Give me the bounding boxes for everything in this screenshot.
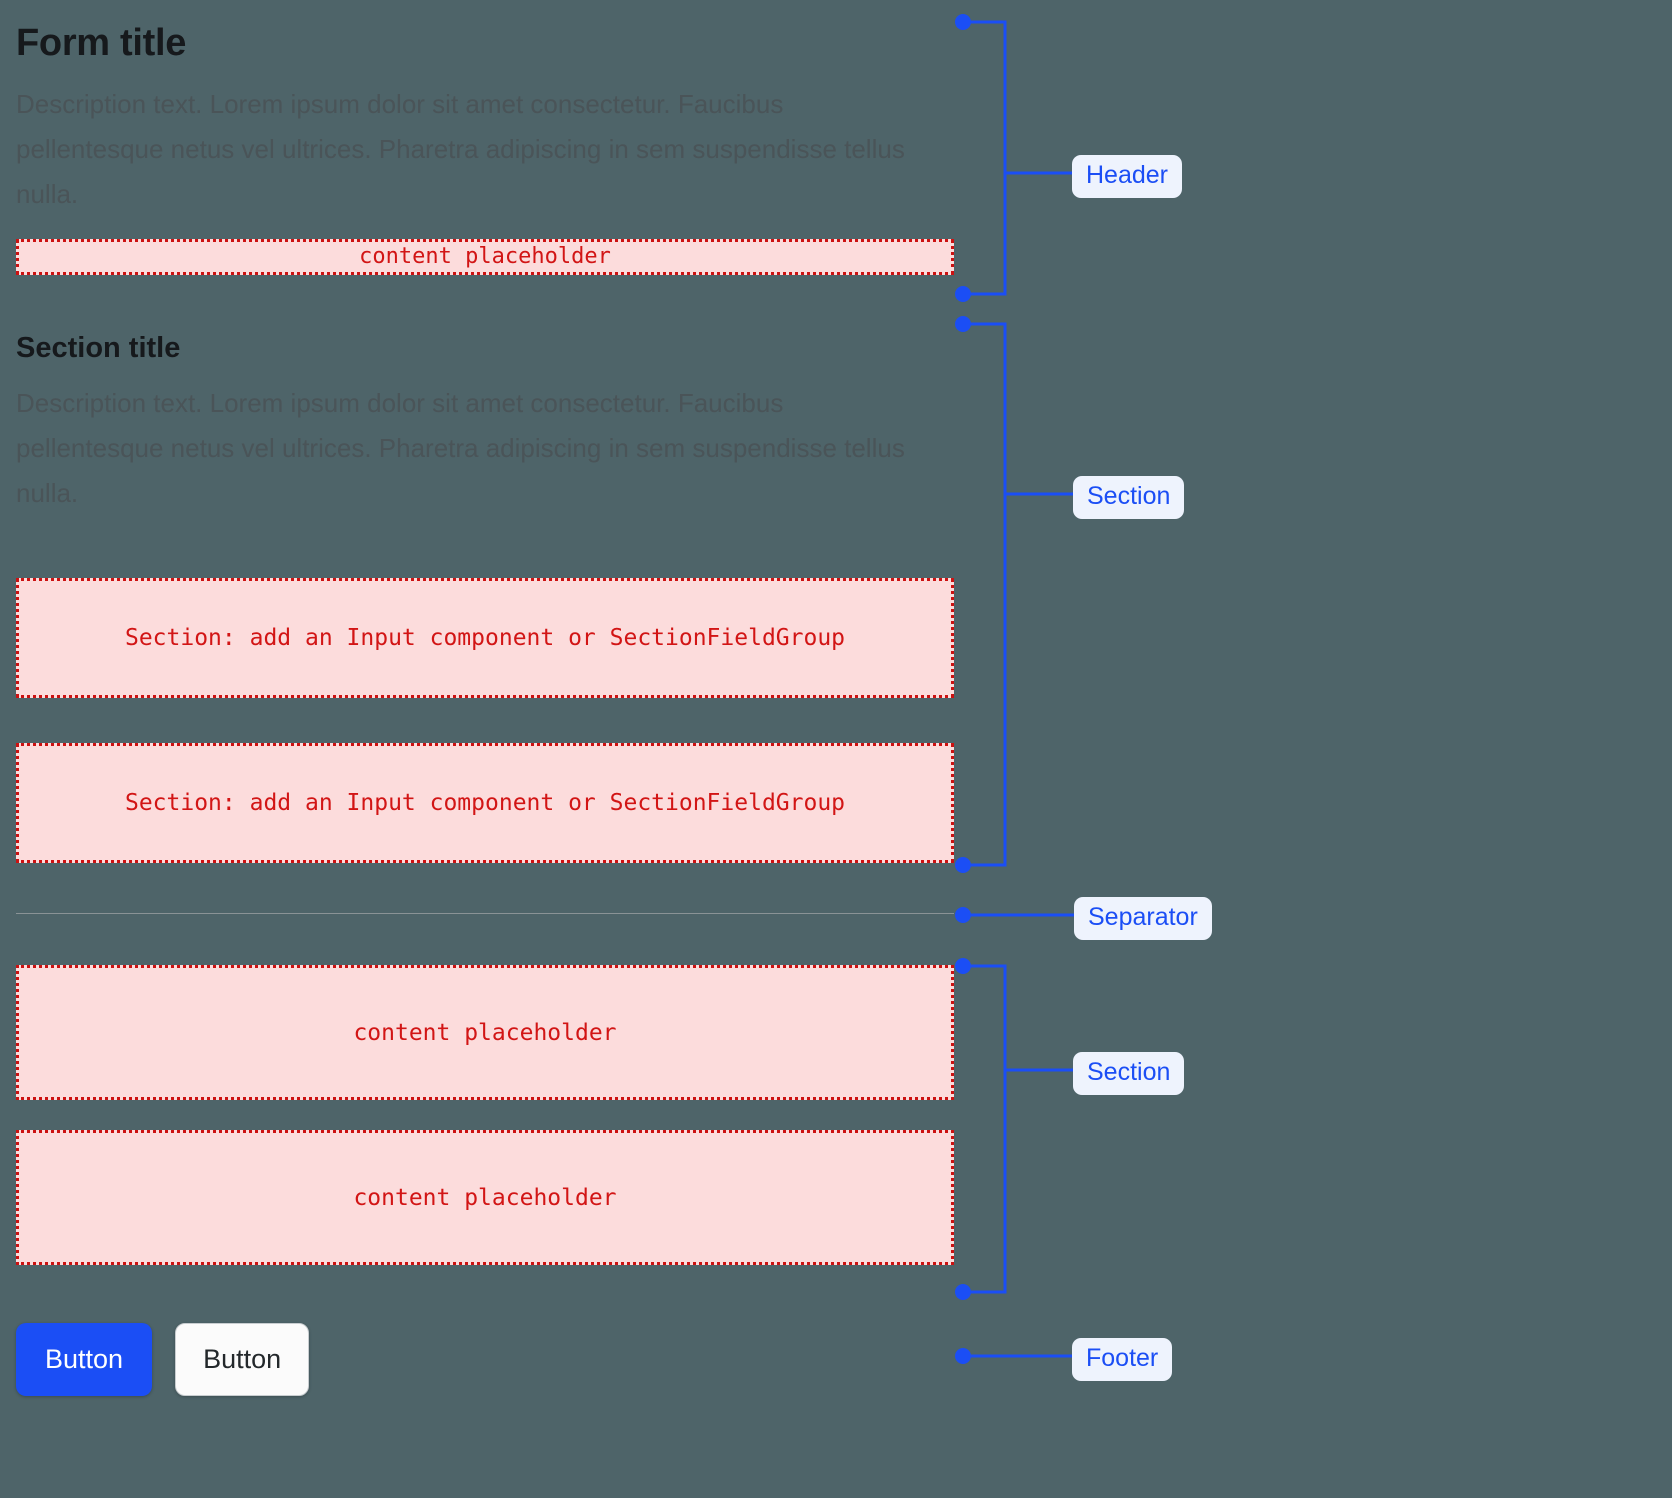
form-title: Form title	[16, 22, 187, 64]
section-one-bracket	[963, 322, 1007, 867]
section-title: Section title	[16, 331, 181, 364]
form-section-one: Section title Description text. Lorem ip…	[16, 331, 954, 864]
form-header: Form title Description text. Lorem ipsum…	[16, 22, 954, 275]
separator-dot	[955, 907, 971, 923]
section-two-bracket	[963, 964, 1007, 1294]
form-section-two: content placeholder content placeholder	[16, 965, 954, 1266]
header-content-placeholder: content placeholder	[16, 238, 954, 275]
annotation-endpoint-dots	[955, 14, 971, 1364]
section-one-dot-top	[955, 316, 971, 332]
header-dot-top	[955, 14, 971, 30]
section-two-content-placeholder-2: content placeholder	[16, 1130, 954, 1266]
secondary-button[interactable]: Button	[175, 1323, 310, 1397]
annotation-badge-section-one[interactable]: Section	[1073, 476, 1185, 519]
section-two-content-placeholder-1: content placeholder	[16, 965, 954, 1101]
section-one-dot-bottom	[955, 857, 971, 873]
section-two-dot-bottom	[955, 1284, 971, 1300]
form-footer: Button Button	[16, 1323, 954, 1397]
form-container: Form title Description text. Lorem ipsum…	[16, 0, 954, 1397]
section-field-placeholder-2: Section: add an Input component or Secti…	[16, 743, 954, 864]
section-two-dot-top	[955, 958, 971, 974]
primary-button[interactable]: Button	[16, 1323, 153, 1397]
header-dot-bottom	[955, 286, 971, 302]
form-separator	[16, 913, 954, 915]
annotation-badge-separator[interactable]: Separator	[1074, 897, 1212, 940]
header-bracket	[963, 20, 1007, 296]
annotation-badge-header[interactable]: Header	[1072, 155, 1182, 198]
form-description: Description text. Lorem ipsum dolor sit …	[16, 88, 905, 209]
footer-dot	[955, 1348, 971, 1364]
annotation-badge-section-two[interactable]: Section	[1073, 1052, 1185, 1095]
section-description: Description text. Lorem ipsum dolor sit …	[16, 388, 905, 509]
annotation-badge-footer[interactable]: Footer	[1072, 1338, 1173, 1381]
section-field-placeholder-1: Section: add an Input component or Secti…	[16, 578, 954, 699]
